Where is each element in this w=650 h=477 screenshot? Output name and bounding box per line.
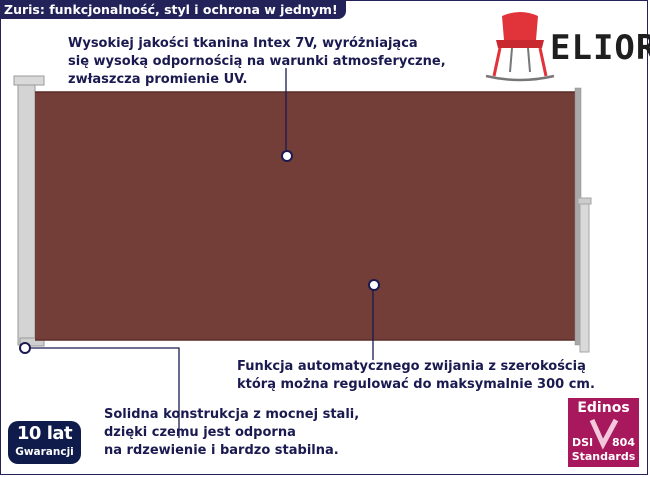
support-pole (579, 201, 590, 353)
callout-dot-rolling (368, 279, 380, 291)
checkmark-icon (589, 418, 619, 450)
page-title: Zuris: funkcjonalność, styl i ochrona w … (0, 0, 346, 19)
callout-dot-fabric (281, 150, 293, 162)
brand-logo: ELIOR (550, 28, 650, 68)
warranty-years: 10 lat (16, 423, 73, 444)
awning-fabric (35, 92, 578, 340)
edinos-standards: Standards (571, 450, 636, 463)
edinos-code: 804 (612, 436, 635, 449)
callout-dot-construction (19, 342, 31, 354)
warranty-badge: 10 lat Gwarancji (8, 421, 81, 464)
edinos-badge: Edinos DSI 804 Standards (568, 398, 639, 467)
chair-icon (485, 12, 555, 82)
feature-rolling-text: Funkcja automatycznego zwijania z szerok… (237, 359, 595, 392)
edinos-dsi: DSI (572, 436, 594, 449)
edinos-name: Edinos (577, 400, 630, 416)
warranty-label: Gwarancji (15, 446, 74, 458)
feature-fabric-text: Wysokiej jakości tkanina Intex 7V, wyróż… (68, 36, 446, 87)
feature-construction-text: Solidna konstrukcja z mocnej stali, dzię… (104, 407, 360, 458)
wall-post (17, 78, 36, 346)
